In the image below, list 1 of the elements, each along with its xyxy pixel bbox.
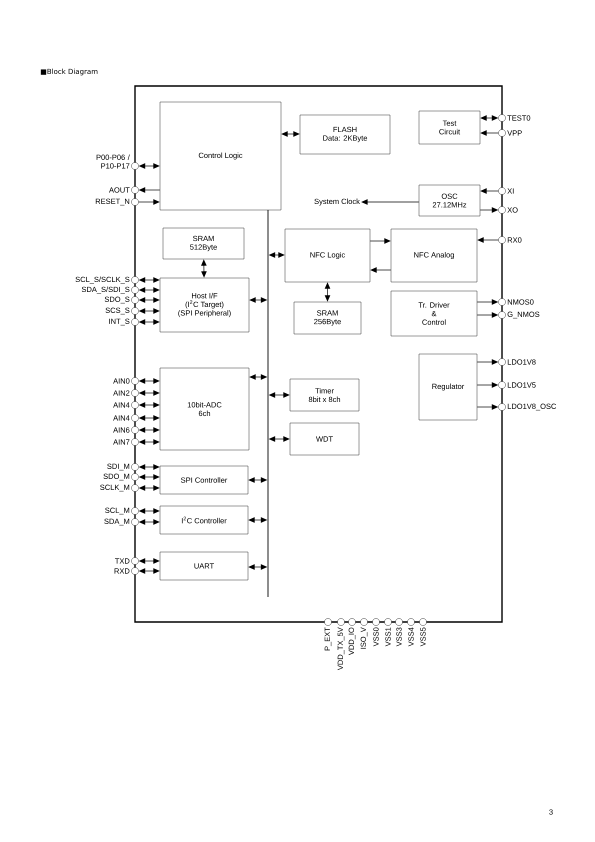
chip-outline (134, 85, 503, 623)
